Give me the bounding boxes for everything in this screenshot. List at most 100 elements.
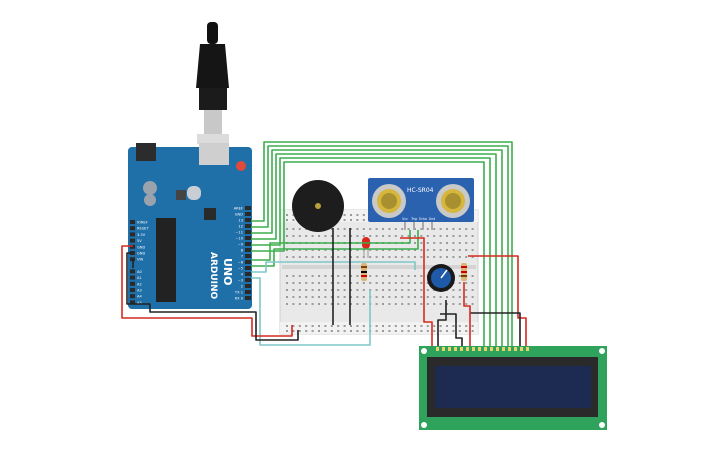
power-pin[interactable] (130, 288, 135, 292)
header-pin[interactable] (245, 206, 251, 210)
wire[interactable] (468, 255, 527, 350)
capacitor (144, 194, 156, 206)
header-pin-label: ~6 (238, 261, 244, 265)
header-pin[interactable] (245, 224, 251, 228)
power-jack (136, 143, 156, 161)
power-pin-label: RESET (137, 227, 149, 231)
wire[interactable] (400, 237, 433, 350)
header-pin-label: ~11 (235, 231, 243, 235)
header-pin[interactable] (245, 260, 251, 264)
arduino-model-label: UNO (221, 258, 234, 286)
wire[interactable] (251, 261, 416, 273)
header-pin[interactable] (245, 230, 251, 234)
digital-header: AREF GND 13 12 ~11 ~10 ~9 8 7 ~6 ~5 4 ~3 2 TX 1 RX 0 (234, 206, 251, 301)
power-pin[interactable] (130, 220, 135, 224)
atmega-chip (156, 218, 176, 302)
resistor-led[interactable] (361, 263, 367, 281)
wire[interactable] (463, 282, 471, 350)
power-pin-label: 3.3V (137, 233, 146, 237)
header-pin[interactable] (245, 290, 251, 294)
header-pin-label: AREF (234, 207, 243, 211)
header-pin[interactable] (245, 254, 251, 258)
header-pin-label: RX 0 (235, 297, 244, 301)
power-pin[interactable] (130, 281, 135, 286)
header-pin-label: 13 (238, 219, 243, 223)
wires (121, 141, 527, 350)
sensor-pin-label: Gnd (429, 217, 436, 221)
sensor-pin-label: Echo (419, 217, 427, 221)
header-pin-label: ~10 (235, 237, 243, 241)
power-pin-label: A4 (137, 295, 142, 299)
header-pin-label: 12 (238, 225, 243, 229)
header-pin-label: 8 (241, 249, 244, 253)
usb-chip (204, 208, 216, 220)
power-pin-label: A0 (137, 270, 142, 274)
usb-cable (196, 22, 229, 144)
power-pin[interactable] (130, 226, 135, 231)
header-pin-label: ~5 (238, 267, 243, 271)
power-pin-label: A2 (137, 282, 142, 286)
wire[interactable] (440, 313, 463, 350)
header-pin[interactable] (245, 212, 251, 216)
power-pin-label: A5 (137, 301, 142, 305)
header-pin[interactable] (245, 296, 251, 300)
power-pin[interactable] (130, 294, 135, 299)
wire[interactable] (251, 161, 485, 350)
header-pin-label: 4 (241, 273, 244, 277)
wire[interactable] (121, 245, 293, 337)
sensor-label: HC-SR04 (407, 187, 434, 194)
header-pin[interactable] (245, 272, 251, 276)
resistor-lcd[interactable] (461, 263, 467, 281)
capacitor (143, 181, 157, 195)
header-pin[interactable] (245, 236, 251, 240)
crystal (187, 186, 201, 200)
power-pin-label: A1 (137, 276, 142, 280)
header-pin[interactable] (245, 266, 251, 270)
potentiometer[interactable] (427, 264, 455, 292)
wire[interactable] (470, 312, 521, 350)
wire[interactable] (251, 149, 503, 350)
usb-plug-icon (196, 44, 229, 88)
header-pin[interactable] (245, 242, 251, 246)
header-pin[interactable] (245, 284, 251, 288)
arduino-uno-board[interactable]: ARDUINO UNO AREF GND 13 12 ~11 ~10 ~9 8 7 ~6 ~5 4 ~3… (128, 143, 252, 309)
header-pin-label: GND (235, 213, 243, 217)
power-pin-label: A3 (137, 289, 142, 293)
header-pin-label: ~3 (238, 279, 243, 283)
wire[interactable] (251, 141, 513, 350)
power-pin-label: VIN (137, 258, 144, 262)
wire[interactable] (251, 145, 509, 350)
power-pin[interactable] (130, 300, 135, 305)
lcd-pins (436, 347, 529, 351)
power-pin[interactable] (130, 232, 135, 237)
power-pin[interactable] (130, 275, 135, 280)
header-pin-label: 2 (241, 285, 243, 289)
header-pin[interactable] (245, 278, 251, 282)
header-pin[interactable] (245, 218, 251, 222)
header-pin-label: ~9 (238, 243, 244, 247)
header-pin-label: 7 (241, 255, 243, 259)
wire[interactable] (437, 300, 447, 350)
arduino-brand-label: ARDUINO (208, 252, 218, 300)
power-pin-label: IOREF (137, 221, 148, 225)
header-pin[interactable] (245, 248, 251, 252)
power-pin-label: 5V (137, 239, 142, 243)
voltage-regulator (176, 190, 186, 200)
power-pin[interactable] (130, 269, 135, 274)
usb-port (199, 143, 229, 165)
wire[interactable] (251, 277, 371, 346)
piezo-buzzer[interactable] (292, 180, 344, 232)
lcd-16x2[interactable] (419, 346, 607, 430)
wire[interactable] (126, 252, 299, 341)
header-pin-label: TX 1 (234, 291, 243, 295)
sensor-pin-label: Vcc (402, 217, 408, 221)
power-pin-label: GND (137, 252, 145, 256)
reset-button[interactable] (236, 161, 246, 171)
power-pin-label: GND (137, 245, 145, 249)
power-pin[interactable] (130, 238, 135, 243)
lcd-screen (435, 366, 591, 408)
wire[interactable] (251, 153, 497, 350)
